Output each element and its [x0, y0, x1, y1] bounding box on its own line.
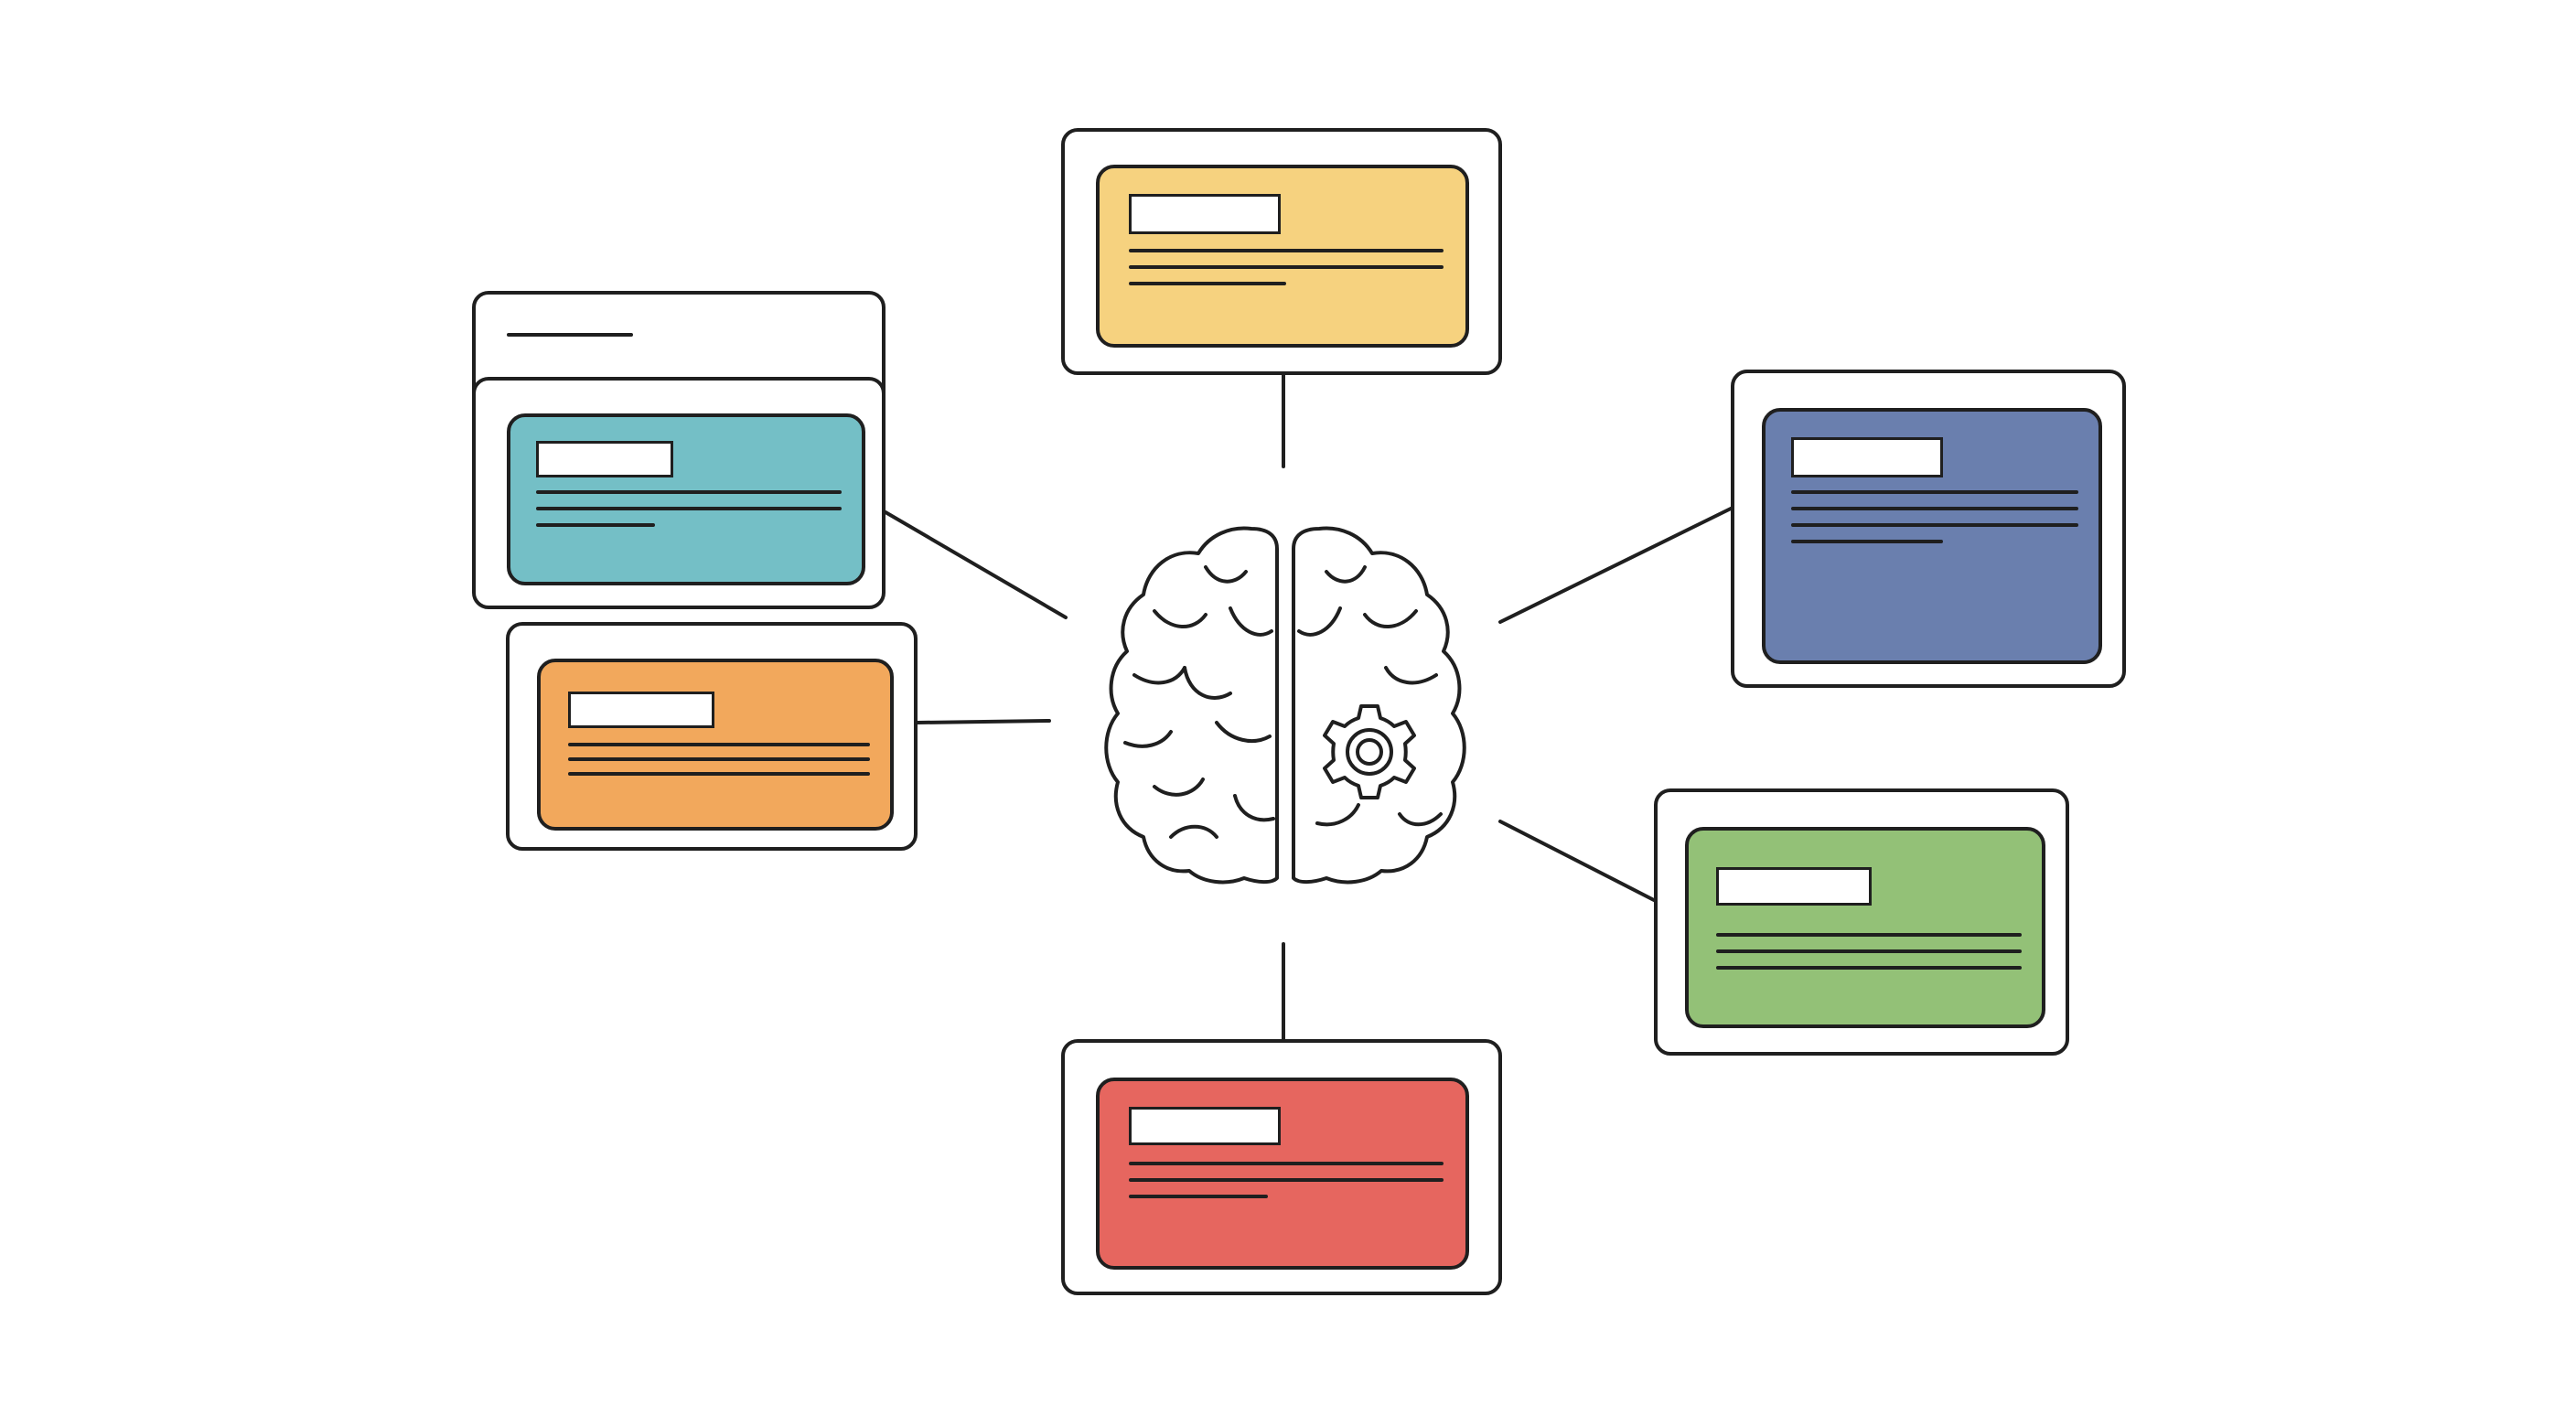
card-green-line-2 [1716, 949, 2022, 953]
card-frame-orange [506, 622, 918, 851]
connector-middle-left [916, 719, 1051, 724]
card-red-line-2 [1129, 1178, 1444, 1182]
card-blue-title-box [1791, 437, 1943, 477]
card-blue-line-2 [1791, 507, 2078, 510]
card-red-line-1 [1129, 1162, 1444, 1165]
card-frame-green [1654, 788, 2069, 1056]
card-yellow-line-1 [1129, 249, 1444, 252]
card-teal-line-2 [536, 507, 842, 510]
card-frame-blue [1731, 370, 2126, 688]
card-frame-teal [472, 377, 886, 609]
brain-left-hemisphere [1104, 526, 1279, 885]
card-orange-title-box [568, 692, 714, 728]
card-green-line-1 [1716, 933, 2022, 937]
card-blue-line-4 [1791, 540, 1943, 543]
card-yellow-title-box [1129, 194, 1281, 234]
card-green-line-3 [1716, 966, 2022, 970]
card-red-title-box [1129, 1107, 1281, 1145]
connector-upper-left [884, 510, 1068, 619]
card-orange-line-2 [568, 757, 870, 761]
card-orange-line-1 [568, 743, 870, 746]
card-red-line-3 [1129, 1195, 1268, 1198]
card-green-title-box [1716, 867, 1872, 906]
card-teal-title-box [536, 441, 673, 477]
card-blue-line-3 [1791, 523, 2078, 527]
card-teal [507, 413, 865, 585]
card-blue-line-1 [1791, 490, 2078, 494]
card-orange-line-3 [568, 772, 870, 776]
card-orange [537, 659, 894, 831]
card-red [1096, 1078, 1469, 1270]
card-green [1685, 827, 2045, 1028]
card-yellow-line-2 [1129, 265, 1444, 269]
gear-icon [1323, 704, 1416, 799]
card-frame-red [1061, 1039, 1502, 1295]
brain-with-gear-icon [1104, 526, 1466, 885]
card-frame-yellow [1061, 128, 1502, 375]
connector-lower-right [1498, 820, 1656, 902]
brain-right-hemisphere [1292, 526, 1466, 885]
card-blue [1762, 408, 2102, 664]
connector-upper-right [1498, 507, 1733, 624]
card-yellow [1096, 165, 1469, 348]
card-teal-line-1 [536, 490, 842, 494]
card-teal-line-3 [536, 523, 655, 527]
card-yellow-line-3 [1129, 282, 1286, 285]
back-frame-text-line [507, 333, 633, 337]
